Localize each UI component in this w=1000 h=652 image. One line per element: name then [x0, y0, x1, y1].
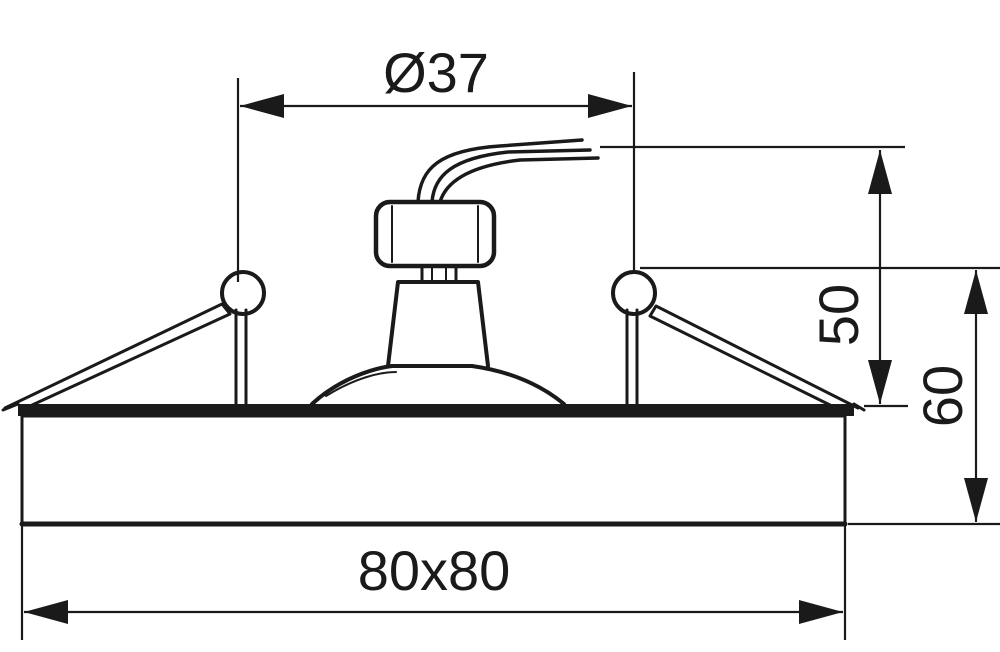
height-inner-arrow-bottom [868, 360, 892, 404]
dimension-diameter: Ø37 [236, 41, 636, 282]
right-clip-pivot [611, 270, 657, 316]
socket-neck [420, 264, 458, 284]
lamp-socket [310, 199, 566, 406]
dimension-height-total: 60 [848, 270, 1000, 526]
dimension-width: 80x80 [20, 526, 847, 640]
flange-top [18, 404, 854, 416]
width-arrow-right [799, 600, 843, 624]
width-label: 80x80 [358, 539, 511, 602]
left-clip-pivot [220, 270, 266, 316]
width-arrow-left [24, 600, 68, 624]
left-spring-clip [3, 270, 266, 410]
wires [416, 138, 600, 204]
diameter-arrow-left [240, 94, 284, 118]
height-total-arrow-top [964, 270, 988, 314]
fixture-body [1, 402, 866, 527]
dimension-height-inner: 50 [600, 145, 1000, 408]
socket-connector [373, 199, 497, 269]
height-total-label: 60 [911, 365, 974, 427]
height-inner-label: 50 [807, 284, 870, 346]
flange-frame [20, 414, 847, 526]
diameter-label: Ø37 [383, 41, 489, 104]
diameter-arrow-right [588, 94, 632, 118]
height-inner-arrow-top [868, 150, 892, 194]
height-total-arrow-bottom [964, 478, 988, 522]
